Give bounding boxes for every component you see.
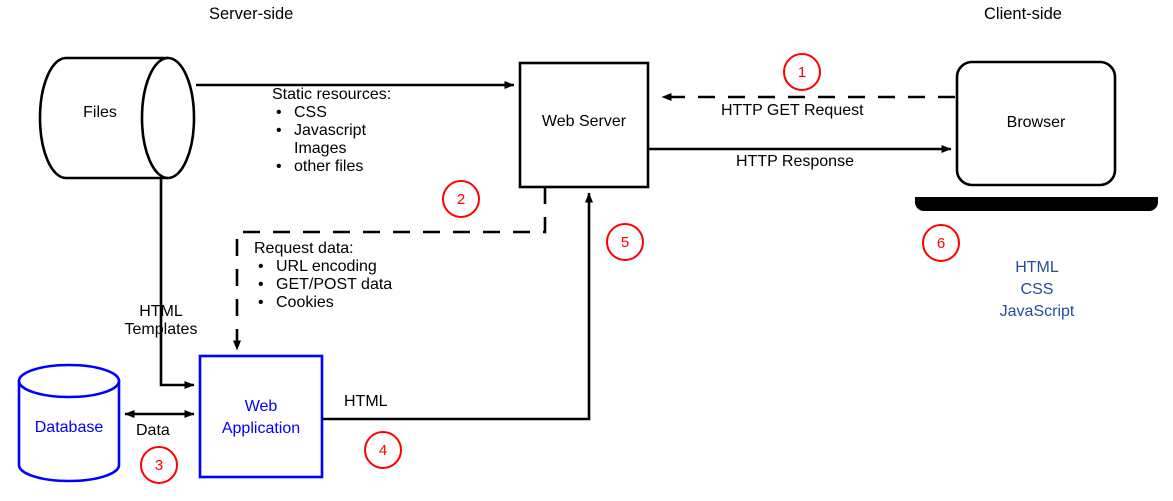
step-marker-6[interactable]: 6 bbox=[922, 224, 960, 262]
node-database-shape[interactable] bbox=[17, 363, 121, 483]
node-label-database: Database bbox=[34, 419, 104, 436]
list-item: URL encoding bbox=[254, 258, 392, 276]
node-label-web-application: Web Application bbox=[200, 396, 322, 439]
node-web-application-shape[interactable] bbox=[198, 354, 324, 479]
html-templates-line2: Templates bbox=[124, 321, 198, 338]
edge-label-html-templates: HTML Templates bbox=[113, 303, 209, 339]
edge-label-http-get-request: HTTP GET Request bbox=[721, 102, 864, 119]
node-label-browser: Browser bbox=[1006, 114, 1066, 131]
list-item: Images bbox=[294, 140, 347, 157]
html-templates-line1: HTML bbox=[139, 303, 183, 320]
annotation-static-resources: Static resources: CSS Javascript Images … bbox=[272, 86, 391, 176]
edge-label-http-response: HTTP Response bbox=[736, 153, 854, 170]
annotation-request-data: Request data: URL encoding GET/POST data… bbox=[254, 240, 392, 312]
step-marker-3[interactable]: 3 bbox=[140, 446, 178, 484]
static-resources-title: Static resources: bbox=[272, 86, 392, 103]
list-item: other files bbox=[272, 158, 391, 176]
node-label-web-server: Web Server bbox=[541, 113, 627, 130]
client-tech-css: CSS bbox=[1020, 281, 1054, 299]
step-marker-5[interactable]: 5 bbox=[606, 223, 644, 261]
zone-label-server-side: Server-side bbox=[209, 5, 294, 23]
edge-files-to-web-application bbox=[159, 178, 195, 389]
list-item: CSS bbox=[272, 104, 391, 122]
list-item: GET/POST data bbox=[254, 276, 392, 294]
web-application-label-line2: Application bbox=[221, 419, 301, 437]
client-tech-javascript: JavaScript bbox=[999, 303, 1075, 321]
web-application-label-line1: Web bbox=[244, 398, 278, 415]
step-marker-1[interactable]: 1 bbox=[783, 53, 821, 91]
list-item: Javascript bbox=[272, 122, 391, 140]
node-browser-shape[interactable] bbox=[955, 60, 1117, 187]
request-data-list: URL encoding GET/POST data Cookies bbox=[254, 258, 392, 312]
request-data-title: Request data: bbox=[254, 240, 354, 257]
zone-label-client-side: Client-side bbox=[984, 5, 1062, 23]
edge-label-data: Data bbox=[136, 422, 170, 439]
node-files-shape[interactable] bbox=[38, 56, 196, 180]
step-marker-4[interactable]: 4 bbox=[364, 431, 402, 469]
step-marker-2[interactable]: 2 bbox=[442, 180, 480, 218]
client-tech-html: HTML bbox=[1015, 259, 1059, 276]
list-item: Cookies bbox=[254, 294, 392, 312]
browser-stand-shape bbox=[915, 197, 1158, 212]
client-technologies: HTML CSS JavaScript bbox=[962, 257, 1112, 323]
static-resources-list: CSS Javascript Images other files bbox=[272, 104, 391, 176]
node-label-files: Files bbox=[83, 104, 117, 121]
edge-label-html: HTML bbox=[344, 393, 388, 410]
node-web-server-shape[interactable] bbox=[518, 61, 650, 189]
edge-html-to-web-server bbox=[322, 192, 593, 421]
